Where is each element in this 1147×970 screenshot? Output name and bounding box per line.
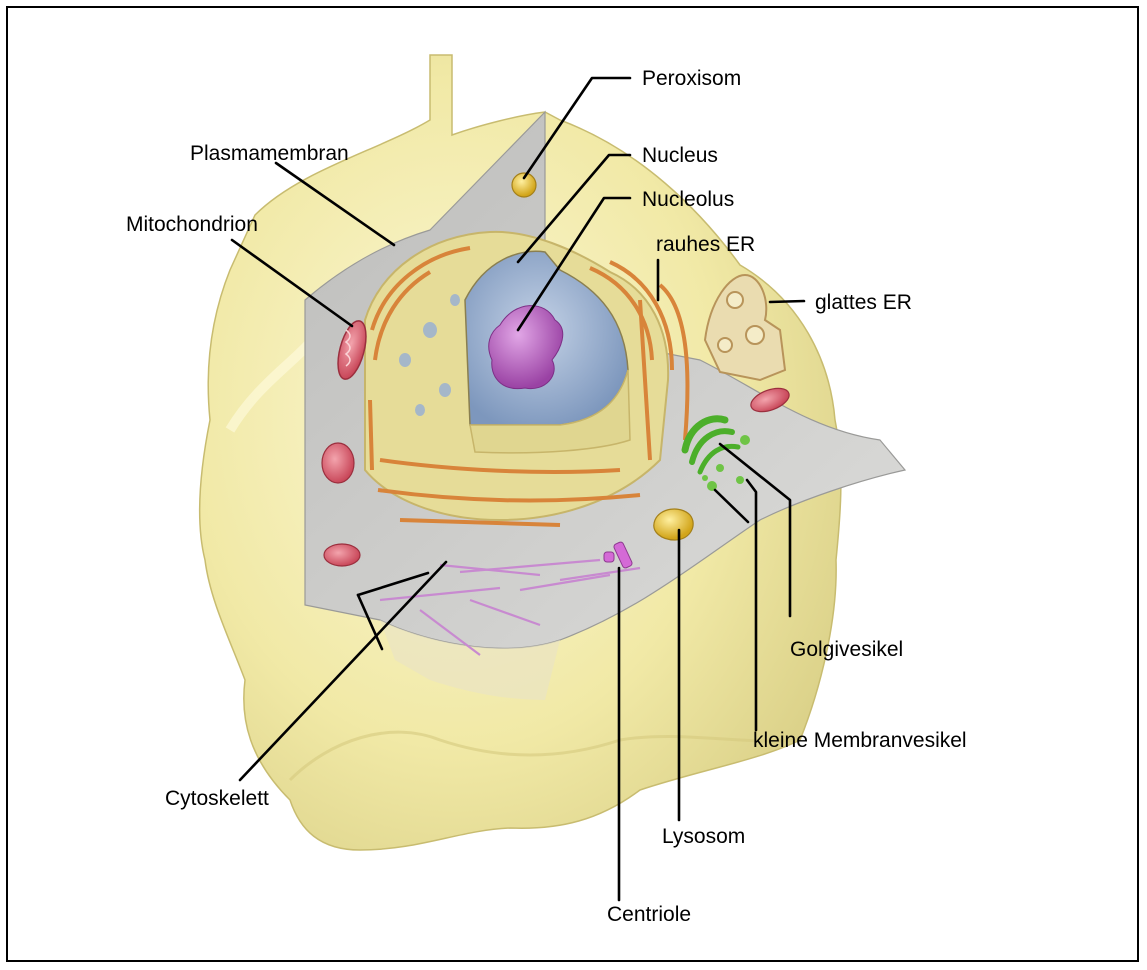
label-nucleolus: Nucleolus — [642, 188, 734, 211]
label-glattes-er: glattes ER — [815, 291, 912, 314]
lysosome-organelle — [654, 509, 693, 540]
label-nucleus: Nucleus — [642, 144, 718, 167]
label-kleine-membranvesikel: kleine Membranvesikel — [753, 729, 967, 752]
label-centriole: Centriole — [607, 903, 691, 926]
label-lysosom: Lysosom — [662, 825, 745, 848]
label-cytoskelett: Cytoskelett — [165, 787, 269, 810]
label-peroxisom: Peroxisom — [642, 67, 741, 90]
label-rauhes-er: rauhes ER — [656, 233, 755, 256]
label-golgivesikel: Golgivesikel — [790, 638, 903, 661]
label-plasmamembran: Plasmamembran — [190, 142, 349, 165]
label-mitochondrion: Mitochondrion — [126, 213, 258, 236]
